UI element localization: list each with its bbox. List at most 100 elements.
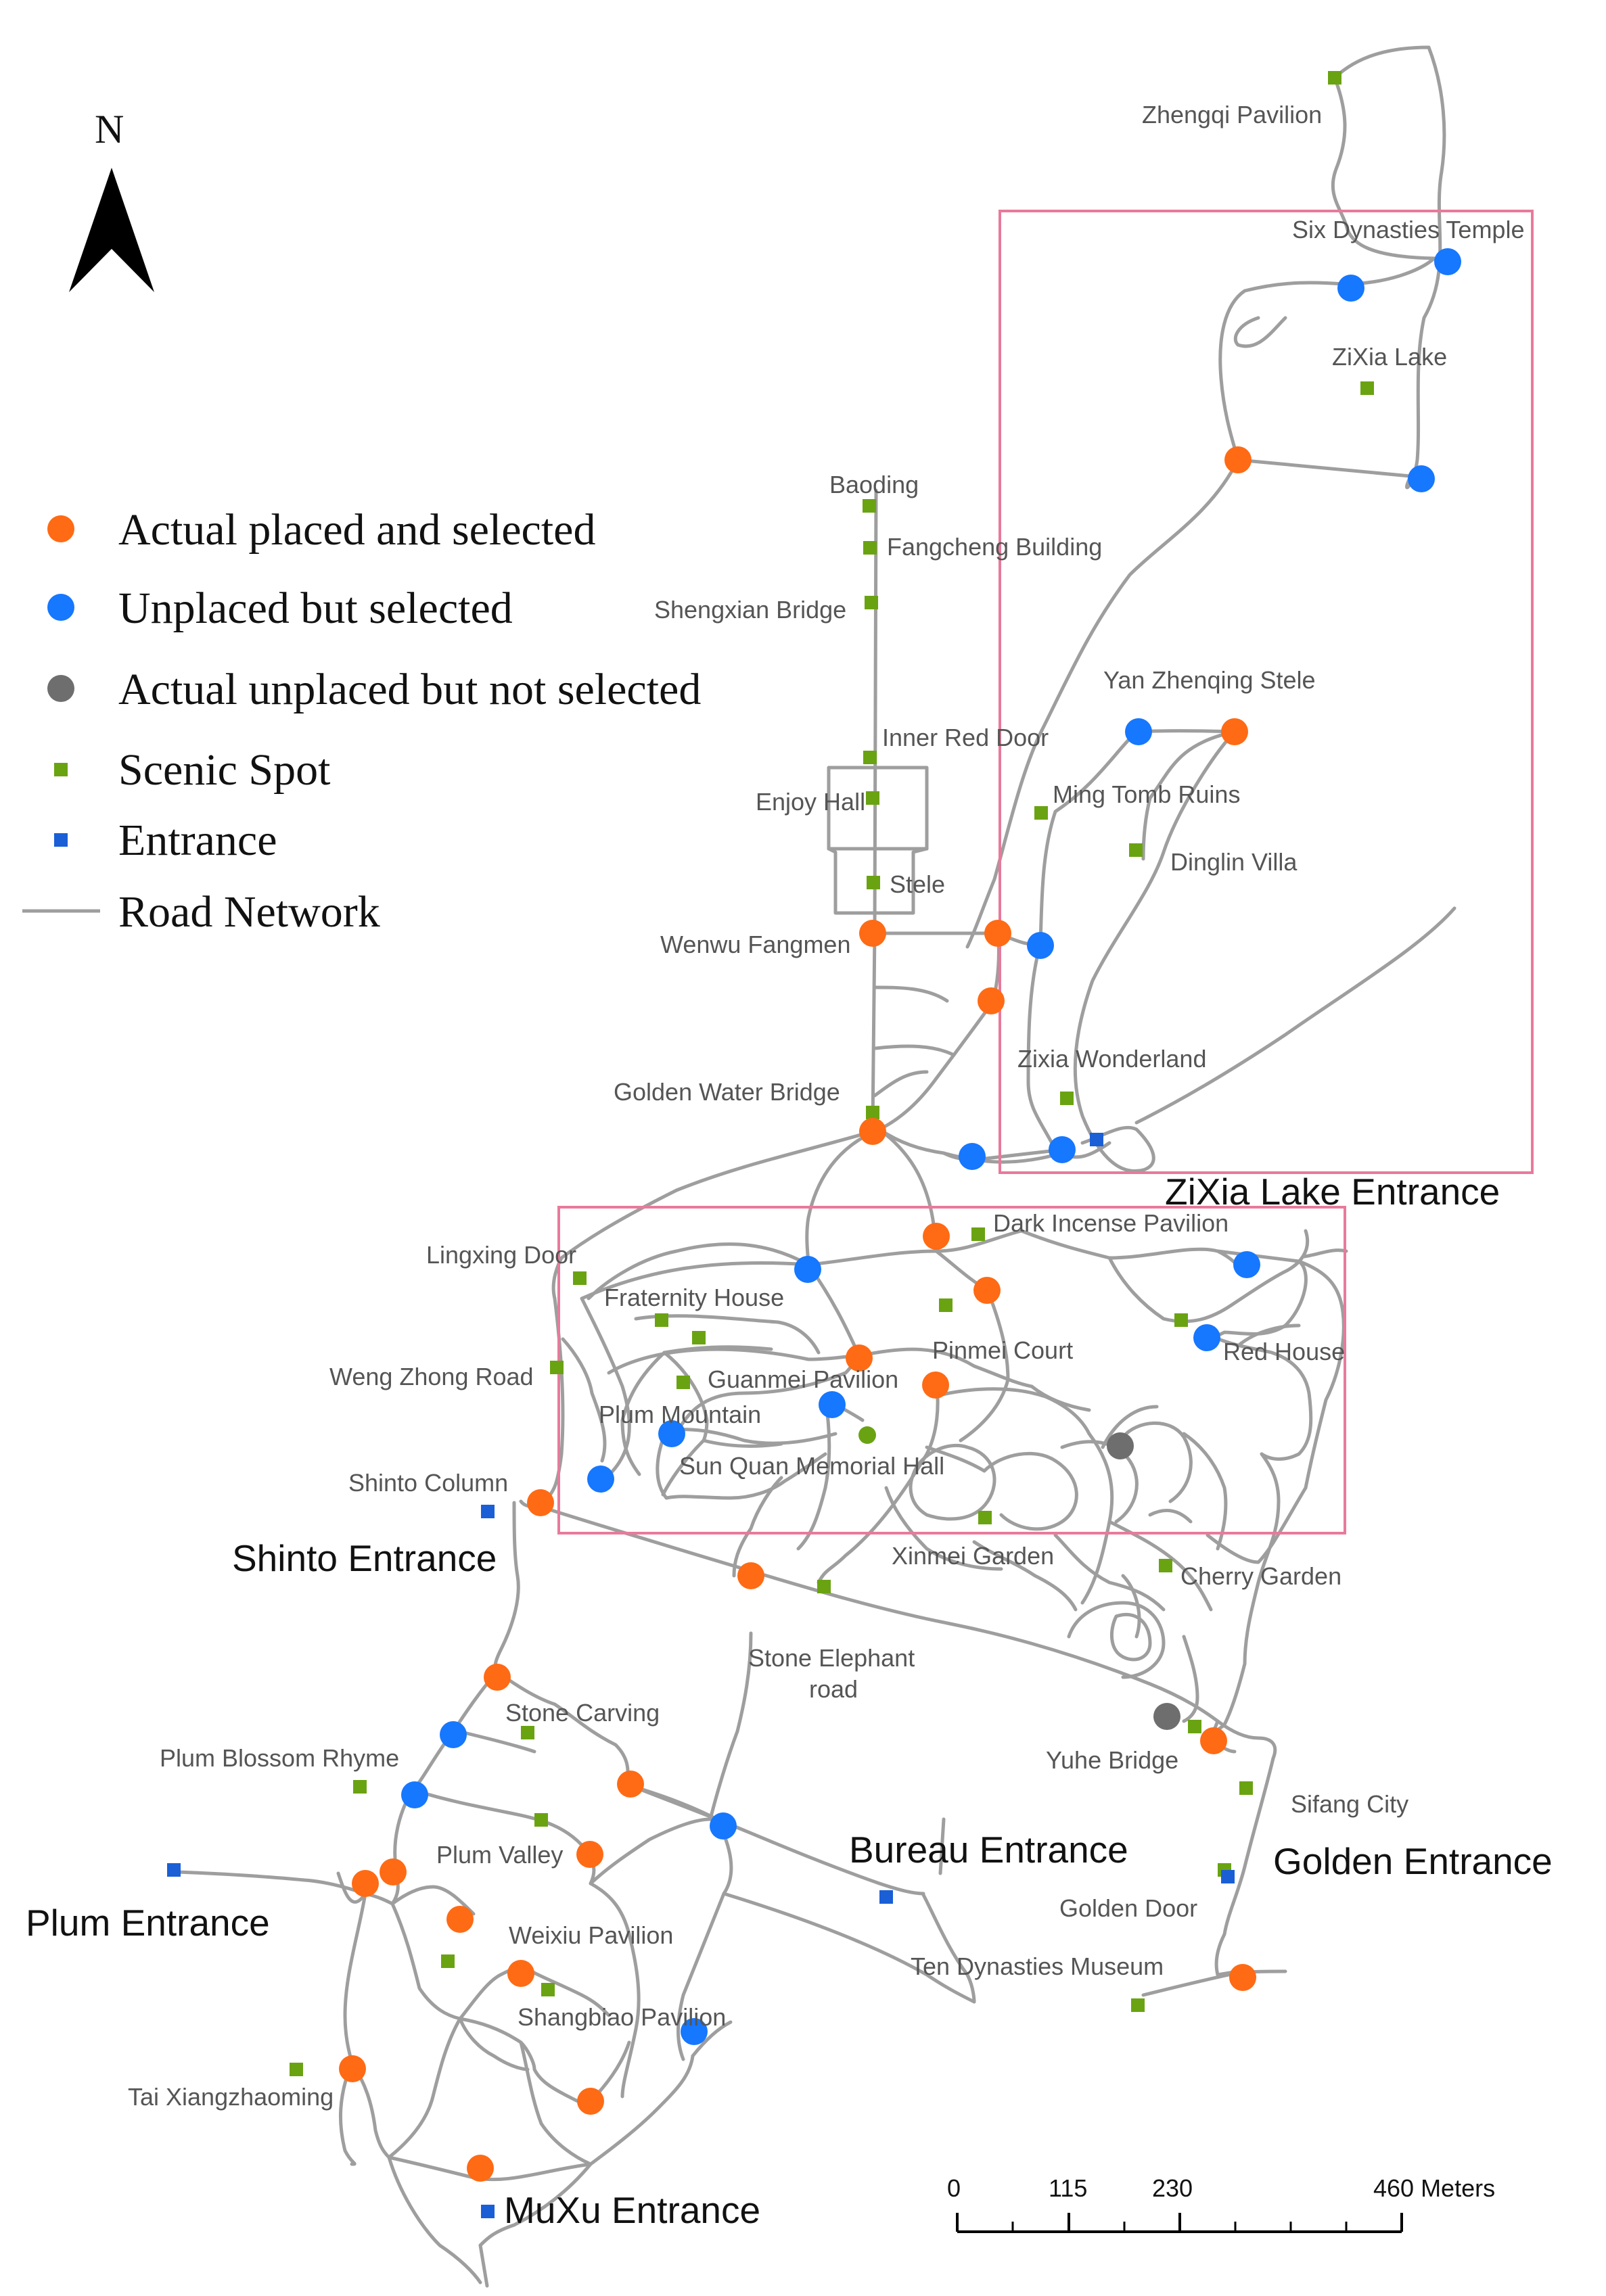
entrance-marker: [167, 1863, 181, 1877]
scenic-label: Plum Valley: [436, 1841, 563, 1869]
unplaced-selected-point: [1193, 1324, 1220, 1351]
scenic-label: Shengxian Bridge: [654, 596, 846, 624]
scenic-label: Sun Quan Memorial Hall: [679, 1452, 944, 1480]
placed-selected-point: [339, 2055, 366, 2082]
scenic-label: Dark Incense Pavilion: [993, 1209, 1229, 1237]
scenic-label: Zixia Wonderland: [1017, 1045, 1206, 1073]
placed-selected-point: [859, 920, 886, 947]
placed-selected-point: [737, 1562, 764, 1589]
scenic-label: Yan Zhenqing Stele: [1103, 666, 1316, 694]
scenic-label: Sifang City: [1291, 1790, 1408, 1818]
placed-selected-point: [380, 1858, 407, 1885]
unplaced-selected-point: [1049, 1136, 1076, 1163]
unplaced-selected-point: [794, 1256, 821, 1283]
scenic-spot-marker: [1239, 1781, 1253, 1795]
scenic-spot-marker: [865, 596, 878, 609]
scenic-label: Weixiu Pavilion: [509, 1921, 673, 1949]
scenic-label: Stele: [890, 870, 945, 898]
unplaced-selected-point: [1233, 1251, 1260, 1278]
legend-scenic-swatch: [54, 763, 68, 776]
entrance-label: Bureau Entrance: [849, 1829, 1128, 1871]
unplaced-not-selected-points: [1107, 1432, 1180, 1730]
placed-selected-point: [1229, 1964, 1256, 1991]
placed-selected-point: [576, 1841, 603, 1868]
scenic-spot-marker: [939, 1298, 953, 1312]
scenic-label: road: [809, 1675, 858, 1703]
scenic-spot-marker: [858, 1426, 876, 1444]
entrance-marker: [1221, 1870, 1235, 1883]
placed-selected-point: [352, 1870, 379, 1897]
scenic-label: Pinmei Court: [932, 1336, 1073, 1364]
scenic-spot-marker: [863, 751, 877, 764]
unplaced-selected-point: [440, 1721, 467, 1748]
scale-tick-label: 460 Meters: [1373, 2174, 1495, 2202]
unplaced-not-selected-point: [1153, 1703, 1180, 1730]
scenic-spot-marker: [1188, 1720, 1201, 1733]
entrance-marker: [1090, 1133, 1103, 1146]
placed-selected-point: [973, 1277, 1001, 1304]
placed-selected-point: [984, 920, 1011, 947]
scenic-spot-marker: [1174, 1313, 1188, 1327]
scenic-spot-marker: [441, 1954, 455, 1968]
scenic-label: Shinto Column: [348, 1469, 508, 1497]
placed-selected-point: [446, 1906, 474, 1933]
scenic-label: Golden Door: [1059, 1894, 1197, 1922]
scenic-label: Yuhe Bridge: [1046, 1746, 1178, 1774]
scenic-label: Fraternity House: [604, 1284, 784, 1311]
scenic-spot-marker: [550, 1361, 564, 1374]
unplaced-selected-point: [587, 1466, 614, 1493]
placed-selected-point: [1224, 446, 1252, 473]
entrance-label: Shinto Entrance: [232, 1537, 497, 1579]
north-arrow-icon: [69, 168, 154, 292]
unplaced-selected-point: [1408, 465, 1435, 492]
scenic-label: Red House: [1223, 1338, 1345, 1365]
placed-selected-point: [923, 1223, 950, 1250]
scenic-spot-marker: [866, 1106, 879, 1119]
scenic-spot-marker: [290, 2063, 303, 2076]
unplaced-selected-point: [681, 2018, 708, 2045]
scenic-spot-markers: [290, 71, 1374, 2076]
legend-placed-swatch: [47, 515, 74, 542]
north-arrow: N: [69, 107, 154, 292]
highlight-box-north: [999, 210, 1534, 1174]
scenic-spot-marker: [866, 791, 879, 805]
placed-selected-point: [978, 987, 1005, 1014]
entrance-label: ZiXia Lake Entrance: [1165, 1171, 1500, 1213]
scenic-spot-marker: [1159, 1559, 1172, 1572]
unplaced-selected-point: [959, 1143, 986, 1170]
scenic-spot-marker: [1060, 1092, 1074, 1105]
scenic-label: Ming Tomb Ruins: [1053, 780, 1240, 808]
unplaced-selected-point: [1337, 275, 1364, 302]
scenic-spot-marker: [867, 876, 880, 889]
scenic-spot-marker: [573, 1271, 587, 1285]
scenic-label: Fangcheng Building: [887, 533, 1102, 561]
placed-selected-point: [859, 1118, 886, 1145]
placed-selected-point: [507, 1960, 534, 1987]
scenic-spot-marker: [541, 1983, 555, 1996]
scenic-spot-marker: [655, 1313, 668, 1327]
scenic-label: Baoding: [829, 471, 919, 498]
unplaced-selected-point: [401, 1781, 428, 1808]
scenic-label: Ten Dynasties Museum: [911, 1952, 1164, 1980]
scenic-label: Shangbiao Pavilion: [518, 2003, 726, 2031]
legend-entrance-swatch: [54, 833, 68, 847]
scenic-label: Golden Water Bridge: [614, 1078, 840, 1106]
entrance-marker: [481, 2205, 495, 2218]
scenic-label: Six Dynasties Temple: [1292, 216, 1524, 243]
placed-selected-point: [577, 2088, 604, 2115]
road-network: [174, 45, 1456, 2288]
legend-notsel-label: Actual unplaced but not selected: [118, 665, 701, 714]
placed-selected-point: [484, 1664, 511, 1691]
entrance-label: Plum Entrance: [26, 1902, 270, 1944]
entrance-label: MuXu Entrance: [504, 2189, 760, 2231]
placed-selected-point: [1200, 1727, 1227, 1754]
placed-selected-point: [467, 2155, 494, 2182]
scenic-label: Plum Mountain: [599, 1401, 761, 1428]
scenic-label: Zhengqi Pavilion: [1142, 101, 1322, 128]
scenic-spot-marker: [1360, 381, 1374, 395]
scenic-label: Wenwu Fangmen: [660, 931, 850, 958]
scenic-label: Tai Xiangzhaoming: [128, 2083, 334, 2111]
scenic-label: Stone Elephant: [748, 1644, 915, 1672]
scenic-spot-labels: Zhengqi Pavilion Six Dynasties Temple Zi…: [128, 101, 1524, 2111]
unplaced-selected-point: [1434, 248, 1461, 275]
